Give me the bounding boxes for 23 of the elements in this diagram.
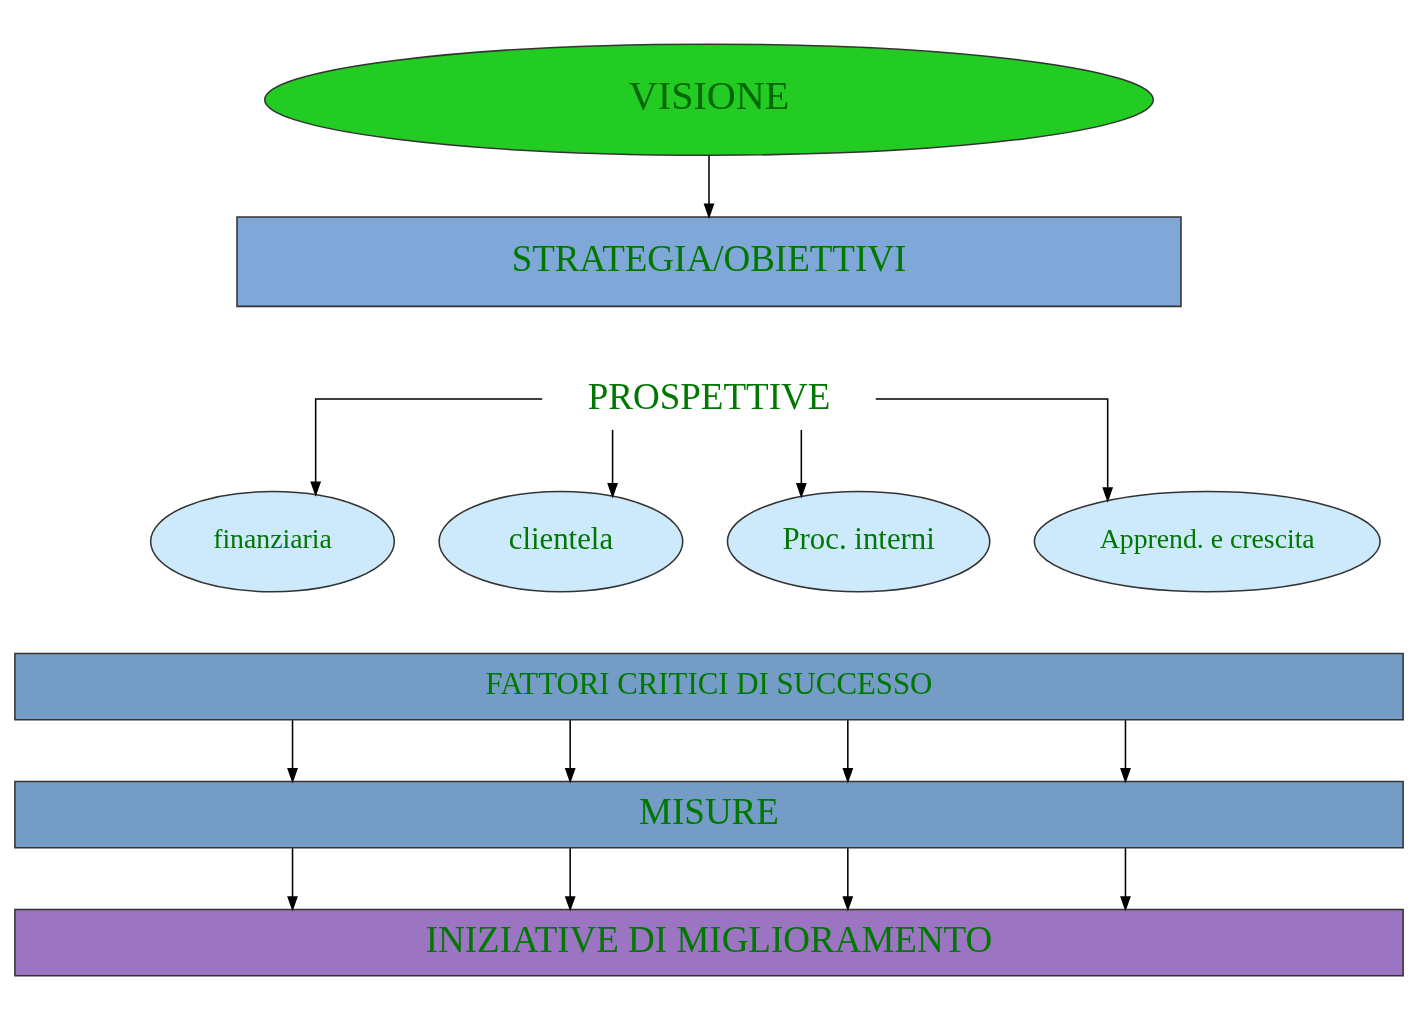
- arrow: [564, 719, 576, 784]
- node-box: FATTORI CRITICI DI SUCCESSO: [14, 652, 1404, 721]
- arrow: [1120, 847, 1131, 912]
- arrow: [607, 429, 618, 499]
- arrow: [842, 719, 854, 784]
- node-ellipse: Proc. interni: [726, 490, 991, 593]
- node-box: STRATEGIA/OBIETTIVI: [236, 216, 1182, 308]
- arrow: [795, 429, 807, 499]
- node-ellipse: finanziaria: [149, 490, 396, 593]
- node-box: INIZIATIVE DI MIGLIORAMENTO: [14, 908, 1404, 977]
- node-ellipse: Apprend. e crescita: [1033, 490, 1381, 593]
- arrow: [564, 847, 576, 912]
- arrow: [287, 719, 298, 784]
- node-ellipse: clientela: [438, 490, 684, 593]
- arrow: [287, 847, 298, 912]
- arrow: [310, 398, 543, 497]
- arrow: [875, 398, 1114, 503]
- arrow: [1120, 719, 1131, 784]
- node-box: MISURE: [14, 780, 1404, 849]
- node-ellipse: VISIONE: [264, 43, 1154, 156]
- node-text: PROSPETTIVE: [587, 375, 831, 417]
- arrow: [703, 154, 715, 219]
- arrow: [842, 847, 854, 912]
